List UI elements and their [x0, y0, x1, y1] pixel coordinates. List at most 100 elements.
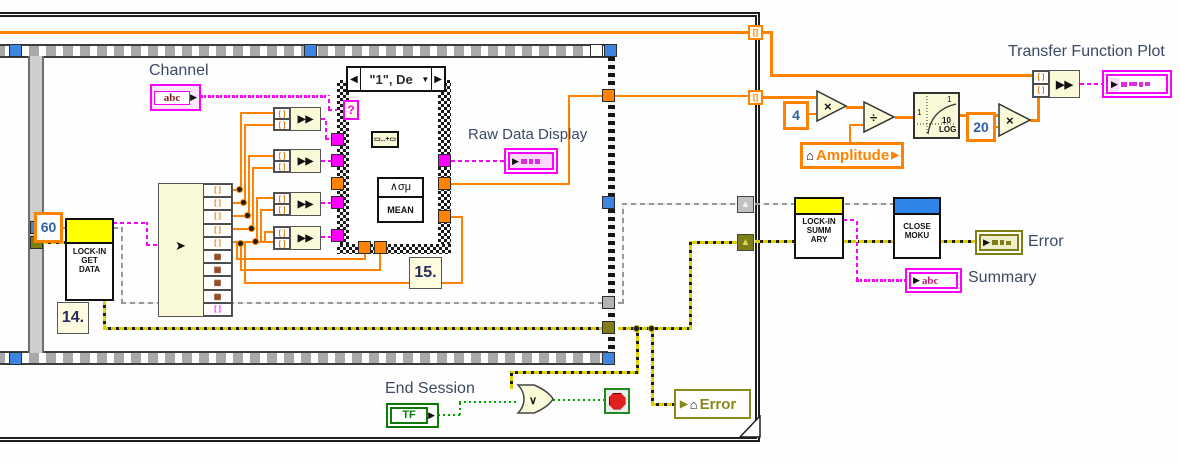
unbundle-cell: [ ]: [203, 210, 232, 224]
unbundle-node[interactable]: ➤ [ ] [ ] [ ] [ ] [ ] ▦ ▦ ▦ ▦ [ ]: [158, 183, 233, 317]
tunnel-olive-error[interactable]: [602, 321, 615, 334]
tunnel-gray-refnum[interactable]: [602, 296, 615, 309]
tunnel-blue-top-left[interactable]: [9, 44, 22, 57]
bundle-node-4[interactable]: [ ] [ ] ▶▶: [273, 226, 321, 250]
bundle-node-3[interactable]: [ ] [ ] ▶▶: [273, 192, 321, 216]
tunnel-white-top-right[interactable]: [590, 44, 603, 57]
indicator-arrow-icon: ▶: [1110, 77, 1119, 91]
tf-glyph: TF: [390, 407, 429, 424]
tunnel-indexing-array2[interactable]: []: [748, 90, 763, 105]
divide-node[interactable]: ÷: [863, 101, 896, 134]
concat-array-node[interactable]: ▭‥+▭: [371, 131, 399, 148]
lockin-get-data-subvi[interactable]: LOCK-IN GET DATA: [65, 218, 114, 301]
tunnel-blue-forloop-right[interactable]: [602, 196, 615, 209]
wire-numeric: [260, 209, 262, 243]
summary-indicator[interactable]: ▶ abc: [905, 268, 962, 293]
mean-node[interactable]: ∧σμ MEAN: [377, 177, 424, 223]
wire-channel-string: [328, 95, 330, 110]
channel-string-control[interactable]: abc ▶: [150, 84, 201, 111]
wire-error: [618, 327, 692, 330]
tunnel-indexing-array1[interactable]: []: [748, 25, 763, 40]
tunnel-xy2[interactable]: [331, 154, 344, 167]
rate-constant[interactable]: 60: [34, 212, 63, 243]
wire-array-to-bundle: [770, 74, 1032, 77]
raw-data-display-label: Raw Data Display: [468, 126, 588, 143]
tunnel-numeric-in[interactable]: [331, 177, 344, 190]
subvi-text: MOKU: [904, 231, 930, 240]
wire-getdata-cluster: [146, 222, 148, 246]
wire-junction: [237, 240, 244, 247]
bundle-node-2[interactable]: [ ] [ ] ▶▶: [273, 149, 321, 173]
error-indicator[interactable]: ▶: [975, 230, 1023, 255]
wire-numeric: [240, 243, 242, 271]
wire-error: [689, 241, 692, 330]
while-loop-border[interactable]: [0, 12, 760, 442]
wire-numeric: [451, 216, 463, 218]
inner-structure-left-border[interactable]: [28, 56, 44, 353]
bundle-node-1[interactable]: [ ] [ ] ▶▶: [273, 107, 321, 131]
case-prev-arrow-icon[interactable]: ◀: [348, 68, 361, 90]
wire-raw-display: [451, 160, 504, 162]
tunnel-blue-bottom-corner[interactable]: [602, 352, 615, 365]
bundle-arrows-icon: ▶▶: [1049, 71, 1079, 97]
case-next-arrow-icon[interactable]: ▶: [431, 68, 444, 90]
case-selector-label[interactable]: ◀ "1", De ▼ ▶: [346, 66, 446, 92]
loop-resize-corner-icon[interactable]: [739, 415, 761, 438]
wire-refnum: [618, 302, 624, 304]
case-structure-right-border[interactable]: [438, 80, 451, 254]
wire-mean-result: [568, 95, 608, 97]
or-gate-node[interactable]: ∨: [516, 383, 556, 415]
log10-node[interactable]: 1 1 10 LOG: [913, 92, 960, 139]
case-structure-left-border[interactable]: [337, 80, 349, 254]
raw-data-display-indicator[interactable]: ▶: [504, 148, 558, 174]
case-dropdown-icon[interactable]: ▼: [421, 74, 430, 84]
tunnel-raw-out[interactable]: [438, 154, 451, 167]
abc-glyph: abc: [154, 90, 191, 105]
summary-indicator-label: Summary: [968, 269, 1037, 286]
error-local-variable[interactable]: ▶ ⌂ Error: [674, 389, 751, 419]
transfer-function-plot-indicator[interactable]: ▶: [1102, 70, 1172, 98]
multiply-node-2[interactable]: ×: [998, 103, 1032, 138]
wire-numeric: [236, 243, 238, 260]
bundle-input-cell: [ ]: [1033, 71, 1049, 84]
stop-terminal[interactable]: [604, 388, 630, 414]
tunnel-mean-out[interactable]: [438, 177, 451, 190]
tunnel-xy4[interactable]: [331, 229, 344, 242]
log-gain-constant[interactable]: 20: [966, 112, 996, 142]
wire-amplitude: [849, 124, 851, 142]
wire-summary: [856, 219, 858, 281]
wire-end-session: [459, 401, 516, 403]
tunnel-numeric-right[interactable]: [438, 210, 451, 223]
tunnel-numeric-bottom1[interactable]: [358, 241, 371, 254]
tunnel-xy3[interactable]: [331, 196, 344, 209]
indicator-arrow-icon: ▶: [512, 155, 519, 166]
multiply-node-1[interactable]: ×: [816, 90, 848, 123]
tunnel-xy1[interactable]: [331, 133, 344, 146]
case-selector-terminal[interactable]: ?: [343, 100, 359, 120]
tunnel-blue-top-mid[interactable]: [304, 44, 317, 57]
pre-gain-constant[interactable]: 4: [783, 101, 809, 130]
close-moku-subvi[interactable]: CLOSE MOKU: [893, 197, 941, 259]
for-loop-bottom-border[interactable]: [0, 351, 614, 365]
amplitude-local-variable[interactable]: ⌂ Amplitude ▶: [800, 142, 904, 169]
wire-channel-string: [328, 109, 343, 111]
shift-register-refnum-icon[interactable]: ▲: [737, 196, 754, 213]
error-indicator-label: Error: [1028, 233, 1064, 250]
tunnel-blue-top-corner[interactable]: [604, 44, 617, 57]
xy-bundle-node[interactable]: [ ] [ ] ▶▶: [1032, 70, 1080, 98]
end-session-boolean-control[interactable]: TF ▶: [386, 403, 439, 428]
wire-xy-cluster: [321, 236, 331, 238]
house-icon: ⌂: [806, 148, 814, 163]
case-selector-text[interactable]: "1", De: [369, 71, 413, 87]
wire-error-branch-stop: [510, 371, 513, 389]
wire-numeric: [240, 269, 381, 271]
tunnel-blue-bottom-left[interactable]: [9, 352, 22, 365]
case-structure-bottom-border[interactable]: [337, 244, 451, 254]
shift-register-error-icon[interactable]: ▲: [737, 234, 754, 251]
tunnel-numeric-bottom2[interactable]: [374, 241, 387, 254]
bundle-input-cell: [ ]: [274, 193, 290, 204]
tunnel-orange-forloop-right[interactable]: [602, 89, 615, 102]
lockin-summary-subvi[interactable]: LOCK-IN SUMM ARY: [794, 197, 844, 259]
wire-xy-cluster: [325, 138, 331, 140]
bundle-arrows-icon: ▶▶: [290, 227, 320, 249]
